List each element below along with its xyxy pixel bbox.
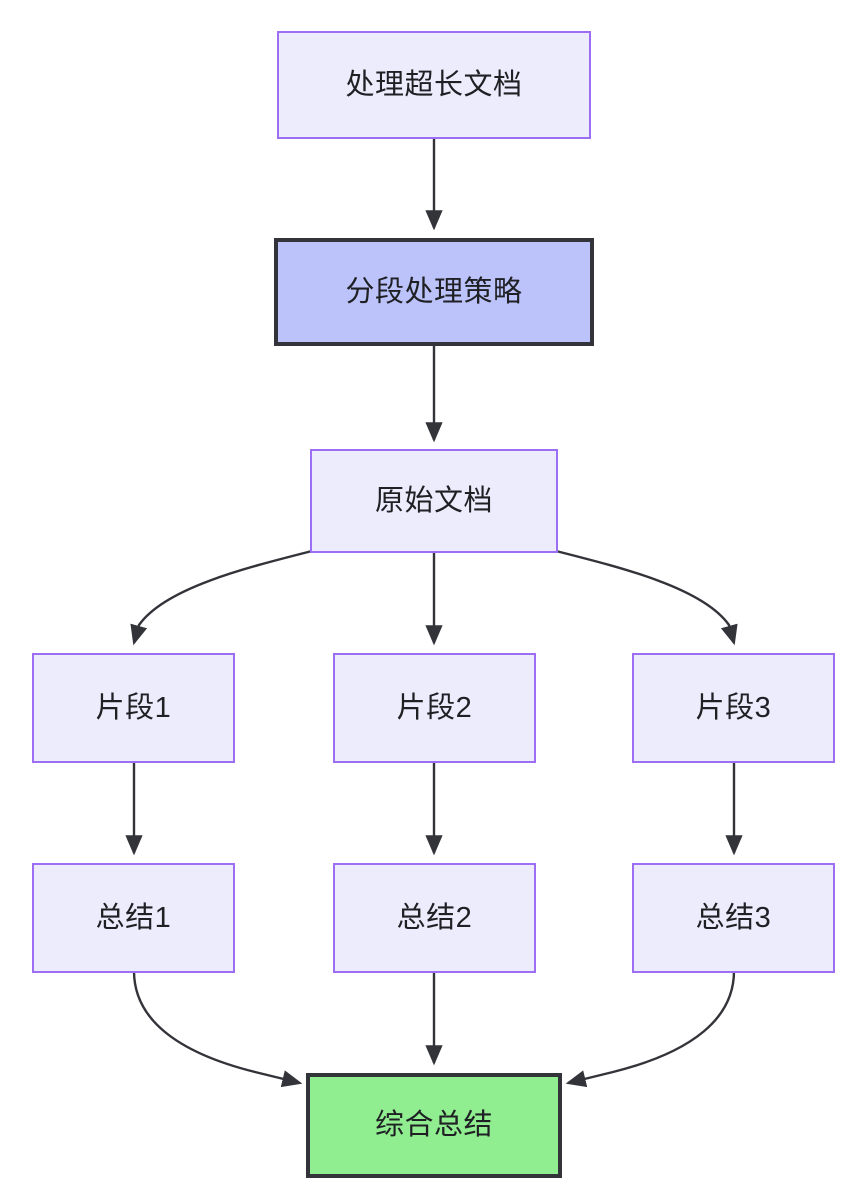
node-label: 片段1 xyxy=(95,691,172,724)
node-process-long-document[interactable]: 处理超长文档 xyxy=(277,31,591,139)
node-label: 原始文档 xyxy=(374,484,493,517)
node-summary-2[interactable]: 总结2 xyxy=(333,863,536,973)
edge-source-to-chunk3 xyxy=(555,549,738,646)
node-chunk-2[interactable]: 片段2 xyxy=(333,653,536,763)
node-summary-3[interactable]: 总结3 xyxy=(632,863,835,973)
node-label: 处理超长文档 xyxy=(345,68,523,101)
edge-source-to-chunk1 xyxy=(130,549,313,646)
node-label: 总结3 xyxy=(695,901,772,934)
node-label: 分段处理策略 xyxy=(345,275,523,308)
edge-summary1-to-final xyxy=(132,970,303,1088)
node-label: 总结2 xyxy=(396,901,473,934)
edge-summary3-to-final xyxy=(565,970,736,1088)
node-label: 片段3 xyxy=(695,691,772,724)
node-label: 总结1 xyxy=(95,901,172,934)
node-chunking-strategy[interactable]: 分段处理策略 xyxy=(274,238,594,346)
node-label: 综合总结 xyxy=(374,1109,493,1142)
node-chunk-3[interactable]: 片段3 xyxy=(632,653,835,763)
node-chunk-1[interactable]: 片段1 xyxy=(32,653,235,763)
node-source-document[interactable]: 原始文档 xyxy=(310,449,558,553)
node-label: 片段2 xyxy=(396,691,473,724)
node-final-summary[interactable]: 综合总结 xyxy=(306,1073,562,1178)
node-summary-1[interactable]: 总结1 xyxy=(32,863,235,973)
